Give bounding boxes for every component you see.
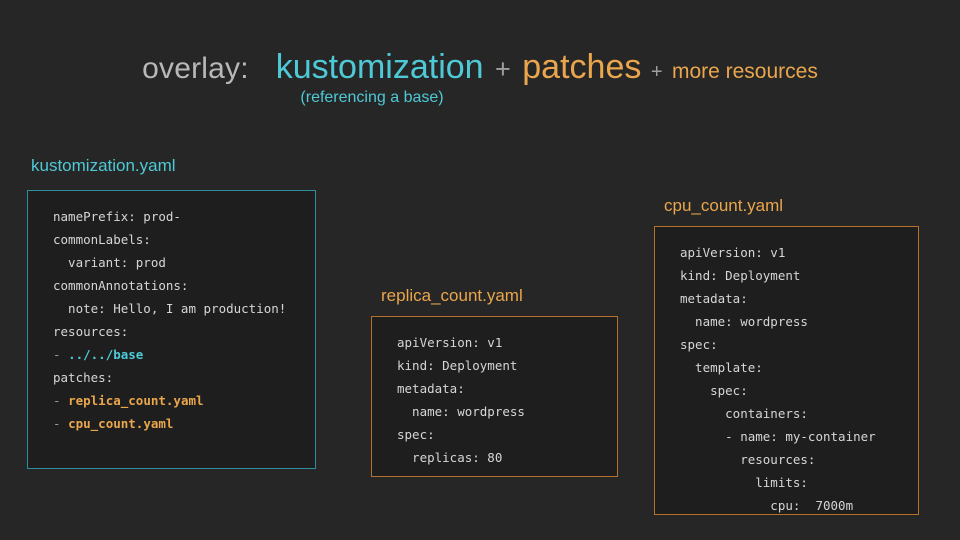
code-line: kind: Deployment <box>680 268 801 283</box>
title-plus-2: + <box>650 61 663 83</box>
code-line: apiVersion: v1 <box>680 245 786 260</box>
title-overlay-label: overlay: <box>142 52 249 85</box>
title-term-kustomization: kustomization <box>275 48 484 86</box>
code-line: note: Hello, I am production! <box>53 301 287 316</box>
list-dash: - <box>53 347 61 362</box>
title-plus-1: + <box>495 54 511 84</box>
code-line: template: <box>680 360 763 375</box>
file-label-cpu-count-yaml: cpu_count.yaml <box>664 196 784 215</box>
base-path-ref: ../../base <box>68 347 144 362</box>
list-dash: - <box>53 393 61 408</box>
file-label-replica-count-yaml: replica_count.yaml <box>381 286 523 305</box>
code-line-patch-1: - replica_count.yaml <box>53 389 315 412</box>
code-line: apiVersion: v1 <box>397 335 503 350</box>
list-dash: - <box>53 416 61 431</box>
code-line: namePrefix: prod- <box>53 209 181 224</box>
code-line: spec: <box>397 427 435 442</box>
code-line: limits: <box>680 475 808 490</box>
title-term-more-resources: more resources <box>671 60 818 83</box>
code-line: metadata: <box>680 291 748 306</box>
code-line: commonAnnotations: <box>53 278 189 293</box>
code-line: metadata: <box>397 381 465 396</box>
code-line: patches: <box>53 370 114 385</box>
code-line: name: wordpress <box>680 314 808 329</box>
code-line-base-ref: - ../../base <box>53 343 315 366</box>
code-line: name: wordpress <box>397 404 525 419</box>
code-line: spec: <box>680 337 718 352</box>
code-line: kind: Deployment <box>397 358 518 373</box>
slide-title: overlay: kustomization + patches + more … <box>0 50 960 84</box>
code-line: - name: my-container <box>680 429 876 444</box>
code-line-patch-2: - cpu_count.yaml <box>53 412 315 435</box>
code-line: cpu: 7000m <box>680 498 854 513</box>
patch-ref-replica-count: replica_count.yaml <box>68 393 204 408</box>
code-line: resources: <box>53 324 129 339</box>
slide-subtitle: (referencing a base) <box>0 90 960 106</box>
title-term-patches: patches <box>522 48 642 86</box>
code-line: resources: <box>680 452 816 467</box>
code-line: containers: <box>680 406 808 421</box>
code-line: commonLabels: <box>53 232 151 247</box>
code-line: variant: prod <box>53 255 166 270</box>
code-box-kustomization-yaml: namePrefix: prod-commonLabels: variant: … <box>27 190 316 469</box>
code-line: replicas: 80 <box>397 450 503 465</box>
code-line: spec: <box>680 383 748 398</box>
patch-ref-cpu-count: cpu_count.yaml <box>68 416 174 431</box>
subtitle-text: (referencing a base) <box>300 89 444 106</box>
file-label-kustomization-yaml: kustomization.yaml <box>31 156 176 175</box>
code-content-kustomization-yaml: namePrefix: prod-commonLabels: variant: … <box>28 191 315 435</box>
